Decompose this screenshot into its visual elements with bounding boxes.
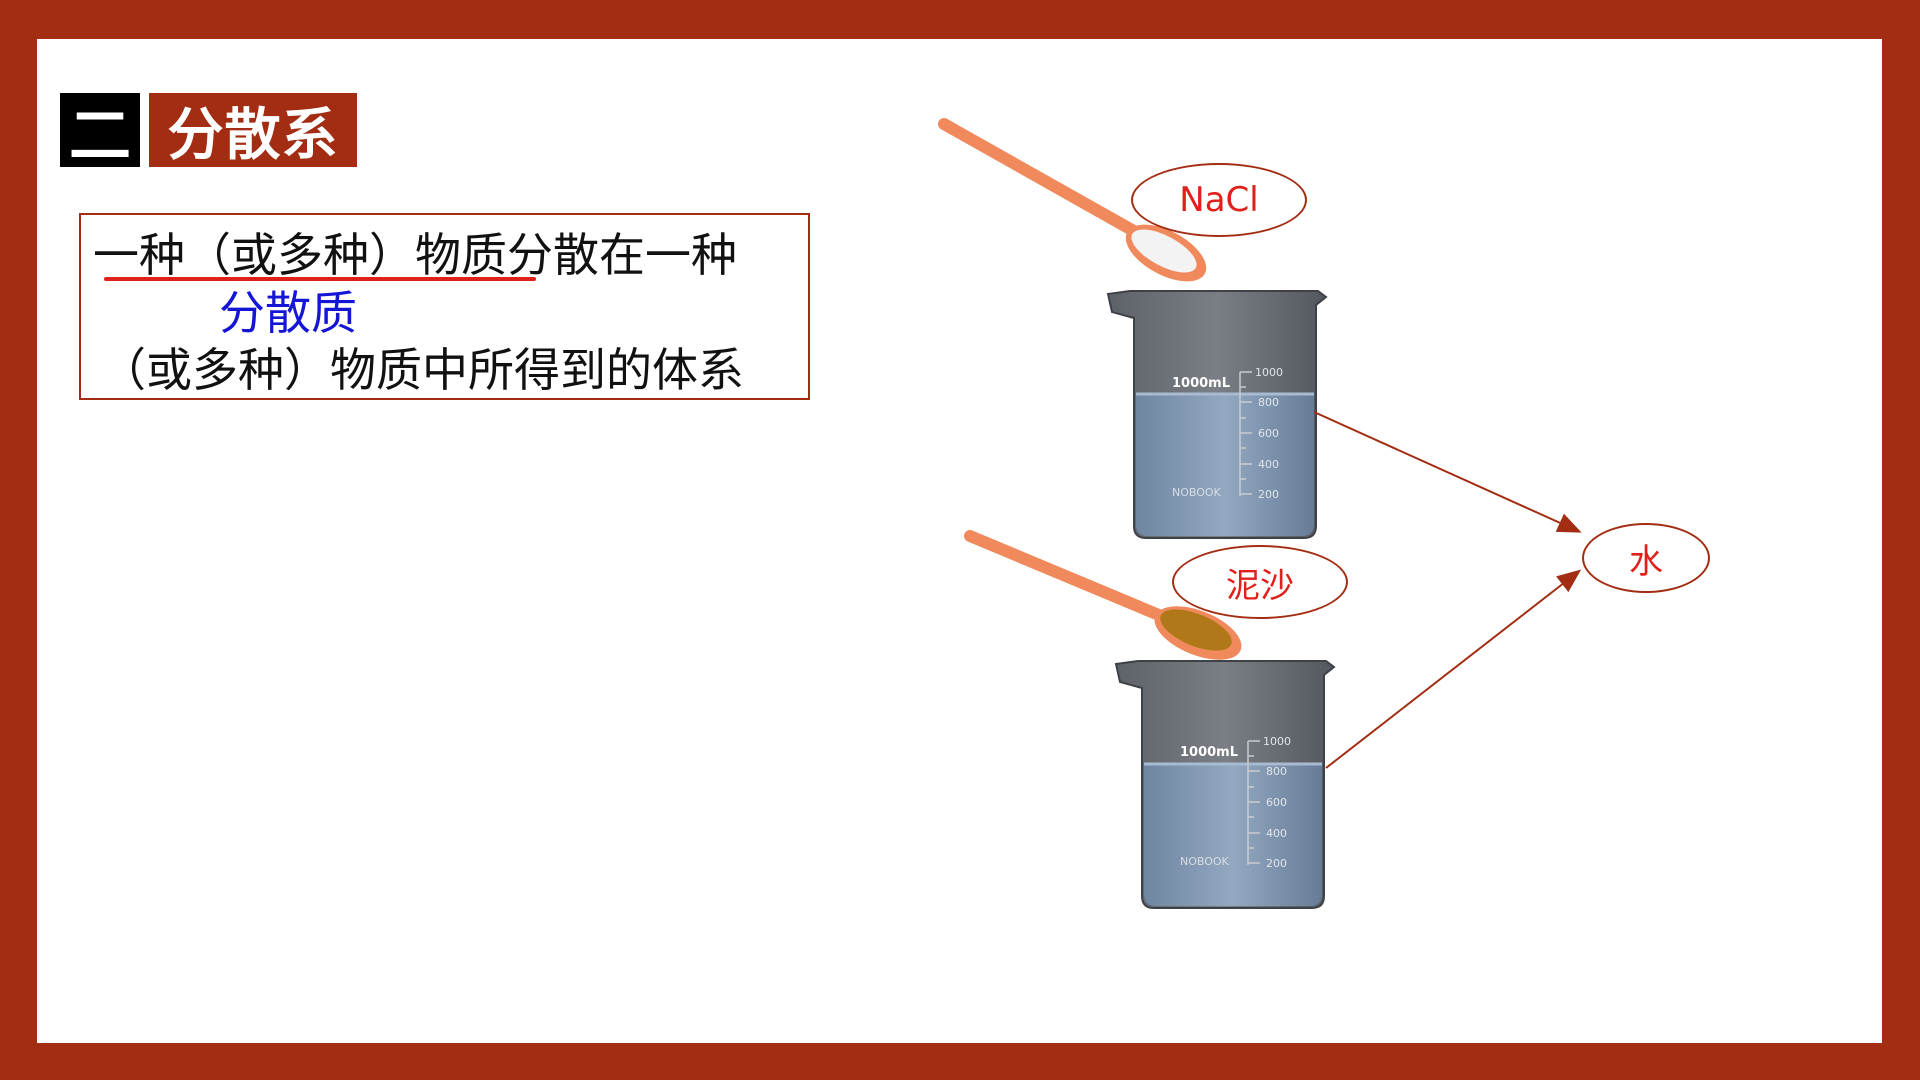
- beaker-bottom-capacity: 1000mL: [1180, 745, 1238, 760]
- scale-200-bottom: 200: [1266, 857, 1287, 870]
- scale-800-bottom: 800: [1266, 765, 1287, 778]
- bubble-nacl: NaCl: [1131, 163, 1307, 237]
- definition-line-3: （或多种）物质中所得到的体系: [100, 343, 744, 397]
- definition-line-1: 一种（或多种）物质分散在一种: [93, 228, 737, 282]
- slide-canvas: [37, 39, 1882, 1043]
- scale-800-top: 800: [1258, 396, 1279, 409]
- scale-200-top: 200: [1258, 488, 1279, 501]
- scale-1000-top: 1000: [1255, 366, 1283, 379]
- beaker-top-brand: NOBOOK: [1172, 486, 1222, 499]
- arrow-bottom-to-water: [1325, 569, 1582, 769]
- scale-600-bottom: 600: [1266, 796, 1287, 809]
- dispersed-phase-label: 分散质: [219, 286, 357, 340]
- beaker-top-icon: 1000 800 600 400 200 1000mL NOBOOK: [1106, 290, 1328, 539]
- scale-1000-bottom: 1000: [1263, 735, 1291, 748]
- spoon-nacl-icon: [938, 118, 1207, 282]
- bubble-water: 水: [1582, 523, 1710, 593]
- beaker-bottom-icon: 1000 800 600 400 200 1000mL NOBOOK: [1114, 660, 1336, 909]
- definition-box: [79, 213, 810, 400]
- section-number: 二: [60, 93, 140, 172]
- spoon-sand-icon: [964, 530, 1242, 660]
- beaker-top-capacity: 1000mL: [1172, 376, 1230, 391]
- definition-underline: [104, 277, 536, 281]
- beaker-bottom-brand: NOBOOK: [1180, 855, 1230, 868]
- arrow-top-to-water: [1313, 411, 1582, 533]
- section-title: 分散系: [149, 93, 357, 168]
- scale-400-bottom: 400: [1266, 827, 1287, 840]
- scale-600-top: 600: [1258, 427, 1279, 440]
- bubble-sand: 泥沙: [1172, 545, 1348, 619]
- scale-400-top: 400: [1258, 458, 1279, 471]
